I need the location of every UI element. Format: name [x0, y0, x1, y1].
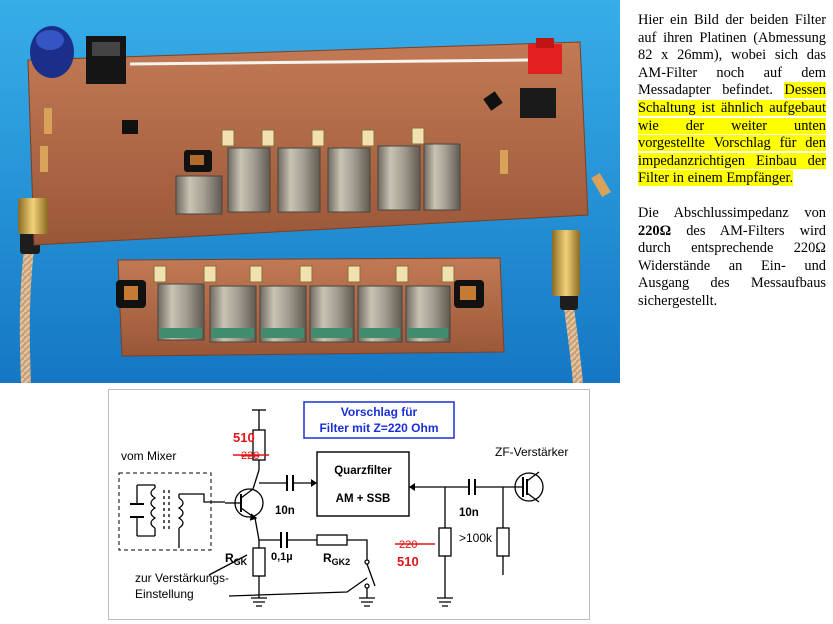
photo-illustration: [0, 0, 620, 384]
collector-resistor-new: 510: [233, 430, 255, 445]
cap-left-label: 10n: [275, 505, 295, 517]
gain-label-line2: Einstellung: [135, 587, 194, 601]
rgk2-sub: GK2: [332, 557, 351, 567]
filter-label-line1: Quarzfilter: [334, 465, 392, 477]
paragraph-filters-plain: Hier ein Bild der beiden Filter auf ihre…: [638, 12, 826, 99]
paragraph-impedance: Die Abschlussimpedanz von 220Ω des AM-Fi…: [638, 205, 826, 311]
rgk2-label: RGK2: [323, 551, 350, 567]
mixer-label: vom Mixer: [121, 449, 176, 463]
filter-boards-photo: [0, 0, 620, 384]
paragraph-impedance-part2: des AM-Filters wird durch entsprechende …: [638, 222, 826, 309]
rgk-sub: GK: [234, 557, 248, 567]
output-resistor-new: 510: [397, 554, 419, 569]
paragraph-filters: Hier ein Bild der beiden Filter auf ihre…: [638, 12, 826, 188]
impedance-value: 220Ω: [638, 222, 672, 239]
cap-right-label: 10n: [459, 507, 479, 519]
filter-schematic: Vorschlag für Filter mit Z=220 Ohm Quarz…: [108, 389, 590, 620]
schematic-drawing: Vorschlag für Filter mit Z=220 Ohm Quarz…: [118, 401, 568, 607]
schematic-title-line1: Vorschlag für: [341, 405, 418, 419]
if-amp-label: ZF-Verstärker: [495, 445, 568, 459]
description-text: Hier ein Bild der beiden Filter auf ihre…: [638, 12, 826, 311]
filter-label-line2: AM + SSB: [336, 493, 391, 505]
cap-emitter-label: 0,1µ: [271, 551, 293, 563]
output-resistor-old: 220: [399, 539, 417, 551]
gain-label-line1: zur Verstärkungs-: [135, 571, 229, 585]
gate-resistor-label: >100k: [459, 531, 493, 545]
rgk2-main: R: [323, 551, 332, 565]
rgk-label: RGK: [225, 551, 248, 567]
rgk-main: R: [225, 551, 234, 565]
collector-resistor-old: 220: [241, 450, 259, 462]
schematic-title-line2: Filter mit Z=220 Ohm: [319, 421, 438, 435]
paragraph-impedance-part1: Die Abschlussimpedanz von: [638, 204, 826, 221]
